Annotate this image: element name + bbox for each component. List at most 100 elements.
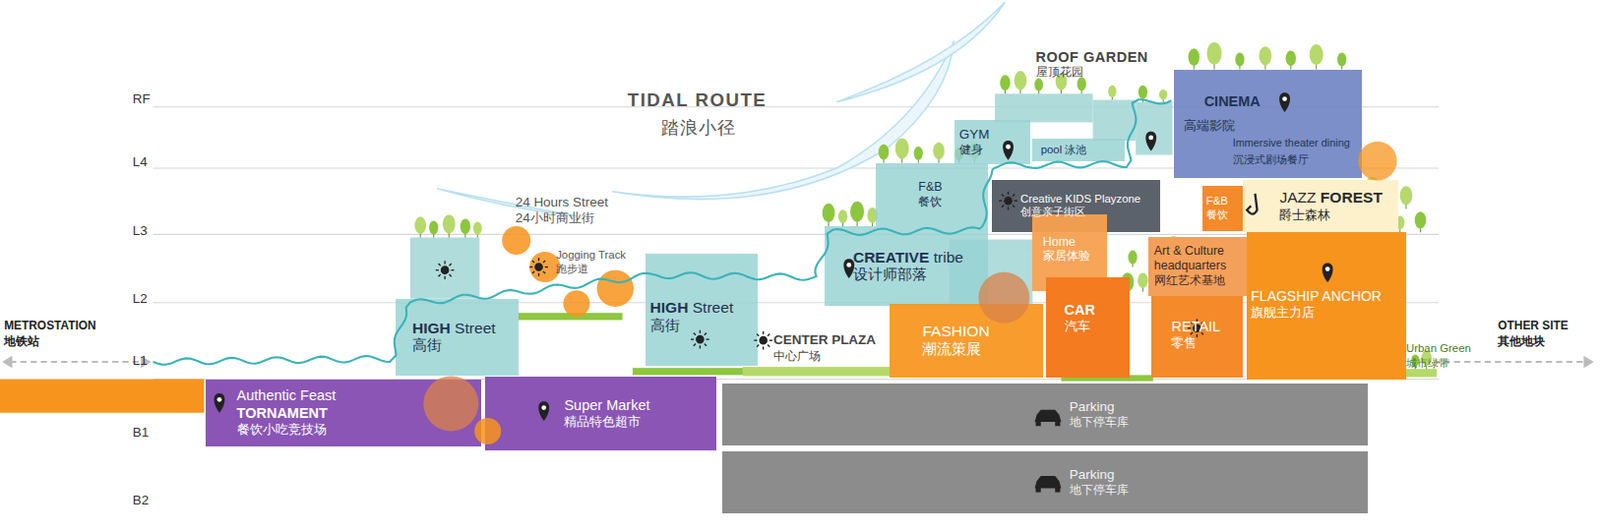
- tree: [1107, 85, 1116, 98]
- text-part: HIGH: [650, 299, 689, 316]
- tree: [1286, 50, 1296, 66]
- annotation-label: Urban Green: [1406, 342, 1472, 356]
- location-pin: [843, 258, 855, 279]
- tree: [838, 209, 848, 224]
- sun-icon: [690, 330, 710, 350]
- zone-label: 爵士森林: [1279, 207, 1331, 224]
- sun-ray: [438, 274, 441, 277]
- sun-ray: [1014, 199, 1018, 201]
- green-strip: [742, 367, 890, 376]
- annotation-label: 24小时商业街: [515, 210, 595, 227]
- tree: [429, 221, 438, 236]
- zone-label: F&B: [1206, 194, 1229, 209]
- saxophone-icon: [1246, 193, 1257, 215]
- zone-label: JAZZ FOREST: [1279, 188, 1383, 208]
- zone-label: 健身: [959, 142, 984, 158]
- zone-label: CINEMA: [1204, 93, 1261, 111]
- tree: [999, 74, 1010, 91]
- sun-ray: [767, 345, 770, 348]
- icons: [214, 92, 1334, 493]
- sun-ray: [690, 338, 694, 340]
- dot: [529, 251, 560, 283]
- annotation-label: 跑步道: [555, 262, 589, 276]
- zone-label: 高街: [412, 337, 442, 355]
- sun-ray: [998, 199, 1002, 201]
- floor-lines: [153, 107, 1440, 380]
- text-part: tribe: [928, 248, 964, 266]
- pin-hole: [217, 397, 223, 403]
- sun-ray: [449, 274, 452, 277]
- tree: [1014, 70, 1028, 90]
- car-body: [1035, 410, 1062, 423]
- sun-ray: [1201, 321, 1204, 324]
- dot: [474, 418, 501, 445]
- zone-label: 创意亲子街区: [1020, 205, 1086, 220]
- pin-hole: [1282, 96, 1288, 102]
- sun-ray: [769, 339, 773, 341]
- annotation-label: 其他地块: [1497, 334, 1545, 349]
- zone-label: GYM: [959, 126, 990, 143]
- text-part: CREATIVE: [853, 248, 929, 266]
- zone-label: RETAIL: [1170, 318, 1221, 336]
- car-wheel: [1036, 487, 1042, 493]
- pin-hole: [1005, 144, 1011, 150]
- annotation-label: L4: [132, 154, 148, 171]
- tree: [1337, 53, 1347, 67]
- tree: [878, 144, 889, 161]
- sun-ray: [699, 330, 701, 334]
- tree: [414, 216, 427, 234]
- car-wheel: [1036, 421, 1042, 427]
- zone-label: 沉浸式剧场餐厅: [1232, 153, 1309, 167]
- swoosh: [836, 1, 1005, 103]
- tree: [895, 137, 910, 159]
- sun-icon: [1187, 318, 1207, 338]
- pin-hole: [846, 262, 852, 268]
- floor-line: [153, 302, 1440, 304]
- zone-label: 精品特色超市: [563, 414, 641, 431]
- sun-ray: [706, 338, 710, 340]
- zone-box: CINEMA高端影院Immersive theater dining沉浸式剧场餐…: [1173, 69, 1363, 180]
- sun-icon: [529, 257, 549, 277]
- annotation-label: B1: [132, 425, 149, 441]
- zone-box: F&B餐饮: [1202, 185, 1243, 233]
- text-part: Street: [450, 319, 496, 337]
- green-strip: [632, 368, 743, 375]
- zone-box: F&B餐饮: [875, 163, 988, 227]
- zone-label: TORNAMENT: [237, 405, 328, 423]
- sun-ray: [1187, 327, 1191, 329]
- zone-box: pool 泳池: [1032, 138, 1124, 162]
- zone-label: Parking: [1069, 399, 1115, 416]
- zone-label: 高街: [650, 317, 680, 335]
- zone-box: FLAGSHIP ANCHOR旗舰主力店: [1246, 232, 1407, 379]
- dot: [1357, 141, 1397, 181]
- zone-box: GYM健身: [954, 120, 1032, 165]
- sun-ray: [1001, 194, 1004, 197]
- annotation-label: 城市绿带: [1406, 357, 1450, 370]
- sun-core: [440, 266, 448, 274]
- location-pin: [1002, 140, 1014, 161]
- tree: [932, 142, 945, 160]
- sun-icon: [435, 260, 455, 280]
- zone-label: 地下停车库: [1069, 415, 1129, 431]
- sun-ray: [1201, 332, 1204, 335]
- sun-ray: [693, 344, 696, 347]
- tree: [442, 214, 456, 234]
- zone-label: 网红艺术基地: [1154, 273, 1226, 289]
- tree: [1258, 46, 1272, 65]
- sun-ray: [438, 263, 441, 266]
- dot: [597, 270, 634, 308]
- annotation-label: L1: [132, 353, 148, 370]
- tree: [850, 201, 864, 223]
- sun-ray: [762, 346, 764, 350]
- zone-label: FASHION: [922, 322, 989, 342]
- zone-label: 零售: [1170, 335, 1197, 352]
- zone-label: Creative KIDS Playzone: [1020, 192, 1141, 207]
- zone-box: HIGH Street高街: [395, 299, 518, 376]
- zone-label: Authentic Feast: [237, 387, 337, 405]
- zone-label: CREATIVE tribe: [853, 248, 964, 268]
- car-wheel: [1054, 421, 1060, 427]
- zone-label: CAR: [1064, 302, 1096, 319]
- sun-ray: [1007, 191, 1009, 195]
- zone-label: 高端影院: [1183, 118, 1235, 134]
